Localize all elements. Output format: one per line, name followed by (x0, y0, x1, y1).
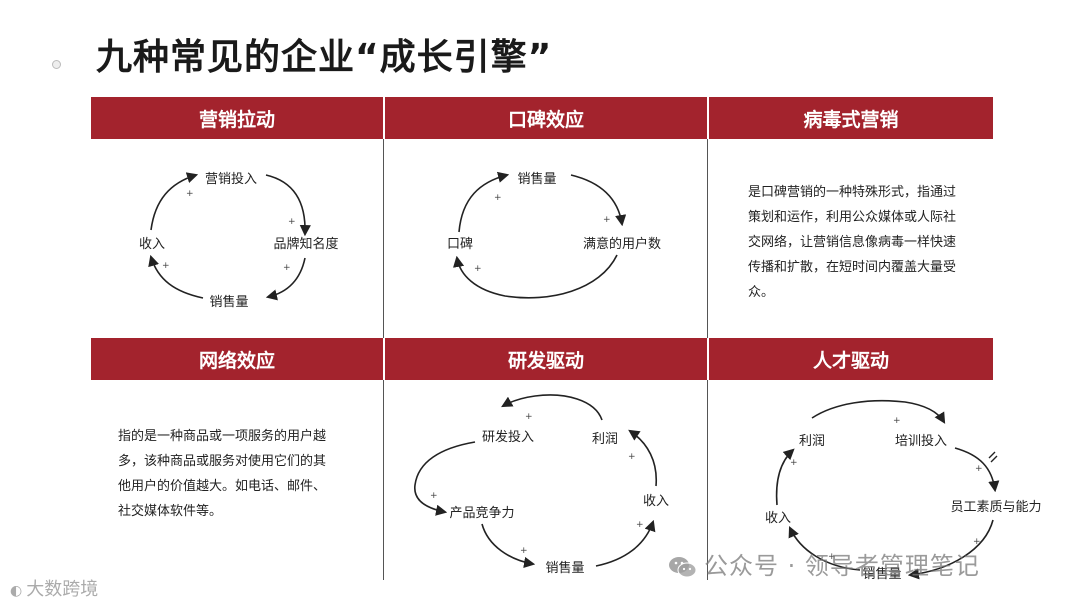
node-profit: 利润 (592, 432, 618, 447)
plus-sign: + (628, 452, 636, 462)
node-marketing-input: 营销投入 (205, 171, 257, 187)
divider-bottom-left (383, 380, 384, 580)
text-line: 传播和扩散，在短时间内覆盖大量受 (748, 260, 957, 275)
text-line: 社交媒体软件等。 (118, 504, 223, 519)
text-line: 指的是一种商品或一项服务的用户越 (118, 429, 327, 444)
loop-arrow (811, 399, 946, 424)
loop-arrow (481, 523, 536, 568)
node-product-competitiveness: 产品竞争力 (449, 505, 514, 521)
loop-arrow (501, 394, 603, 421)
talent-loop: 培训投入 员工素质与能力 销售量 收入 利润 + + + + + (765, 399, 1042, 582)
title-bullet (52, 60, 61, 69)
loop-arrow (414, 441, 476, 516)
plus-sign: + (474, 264, 482, 274)
text-line: 他用户的价值越大。如电话、邮件、 (118, 479, 327, 494)
watermark-corner: ◐大数跨境 (10, 575, 98, 601)
node-profit: 利润 (799, 434, 825, 449)
viral-marketing-description: 是口碑营销的一种特殊形式，指通过 策划和运作，利用公众媒体或人际社 交网络，让营… (748, 180, 988, 305)
node-word-of-mouth: 口碑 (447, 236, 473, 252)
panel-header-network: 网络效应 (91, 338, 383, 380)
plus-sign: + (828, 552, 836, 562)
marketing-loop: 营销投入 品牌知名度 销售量 收入 + + + + (139, 171, 339, 310)
plus-sign: + (790, 458, 798, 468)
loop-arrow (775, 448, 795, 506)
loop-arrow (954, 447, 1000, 493)
plus-sign: + (636, 520, 644, 530)
watermark-text: 公众号 · 领导者管理笔记 (704, 552, 980, 580)
panel-header-marketing: 营销拉动 (91, 97, 383, 139)
loop-arrow (453, 254, 618, 299)
loop-arrow (907, 519, 994, 580)
node-sales-volume: 销售量 (209, 294, 248, 310)
node-rnd-input: 研发投入 (482, 429, 534, 445)
text-line: 是口碑营销的一种特殊形式，指通过 (748, 185, 957, 200)
loop-arrow (788, 525, 861, 571)
node-revenue: 收入 (765, 511, 791, 526)
word-of-mouth-loop: 销售量 满意的用户数 口碑 + + + (447, 171, 661, 299)
plus-sign: + (186, 189, 194, 199)
wechat-icon (669, 557, 697, 578)
plus-sign: + (288, 217, 296, 227)
loop-arrow (570, 174, 627, 227)
watermark-wechat: 公众号 · 领导者管理笔记 (668, 546, 980, 581)
plus-sign: + (893, 416, 901, 426)
panel-header-talent: 人才驱动 (709, 338, 993, 380)
text-line: 交网络，让营销信息像病毒一样快速 (748, 235, 957, 250)
divider-top-right (707, 139, 708, 338)
node-training-input: 培训投入 (895, 433, 947, 449)
loop-arrow (150, 172, 199, 231)
divider-bottom-right (707, 380, 708, 580)
loop-arrow (148, 254, 204, 299)
panel-header-rnd: 研发驱动 (385, 338, 707, 380)
panel-header-viral: 病毒式营销 (709, 97, 993, 139)
node-sales-volume: 销售量 (545, 560, 584, 576)
node-revenue: 收入 (643, 494, 669, 509)
plus-sign: + (520, 546, 528, 556)
plus-sign: + (162, 261, 170, 271)
node-employee-capability: 员工素质与能力 (950, 500, 1041, 515)
plus-sign: + (525, 412, 533, 422)
loop-arrow (265, 257, 306, 301)
logo-icon: ◐ (10, 583, 23, 599)
node-sales-volume: 销售量 (862, 566, 901, 582)
plus-sign: + (603, 215, 611, 225)
loop-arrow (595, 519, 656, 567)
node-revenue: 收入 (139, 237, 165, 252)
divider-top-left (383, 139, 384, 338)
rnd-loop: 研发投入 产品竞争力 销售量 收入 利润 + + + + + (414, 394, 669, 576)
network-effect-description: 指的是一种商品或一项服务的用户越 多，该种商品或服务对使用它们的其 他用户的价值… (118, 424, 358, 524)
node-satisfied-users: 满意的用户数 (583, 236, 661, 252)
text-line: 策划和运作，利用公众媒体或人际社 (748, 210, 957, 225)
text-line: 多，该种商品或服务对使用它们的其 (118, 454, 327, 469)
plus-sign: + (283, 263, 291, 273)
plus-sign: + (430, 491, 438, 501)
watermark-text: 大数跨境 (26, 579, 99, 600)
text-line: 众。 (748, 285, 775, 300)
loop-arrow (265, 174, 311, 237)
node-sales-volume: 销售量 (517, 171, 556, 187)
loop-arrow (458, 171, 510, 233)
plus-sign: + (973, 537, 981, 547)
node-brand-awareness: 品牌知名度 (273, 236, 338, 252)
page-title: 九种常见的企业“成长引擎” (96, 37, 553, 78)
plus-sign: + (975, 464, 983, 474)
loop-arrow (628, 429, 658, 487)
panel-header-word-of-mouth: 口碑效应 (385, 97, 707, 139)
loop-arrow (988, 451, 998, 463)
plus-sign: + (494, 193, 502, 203)
